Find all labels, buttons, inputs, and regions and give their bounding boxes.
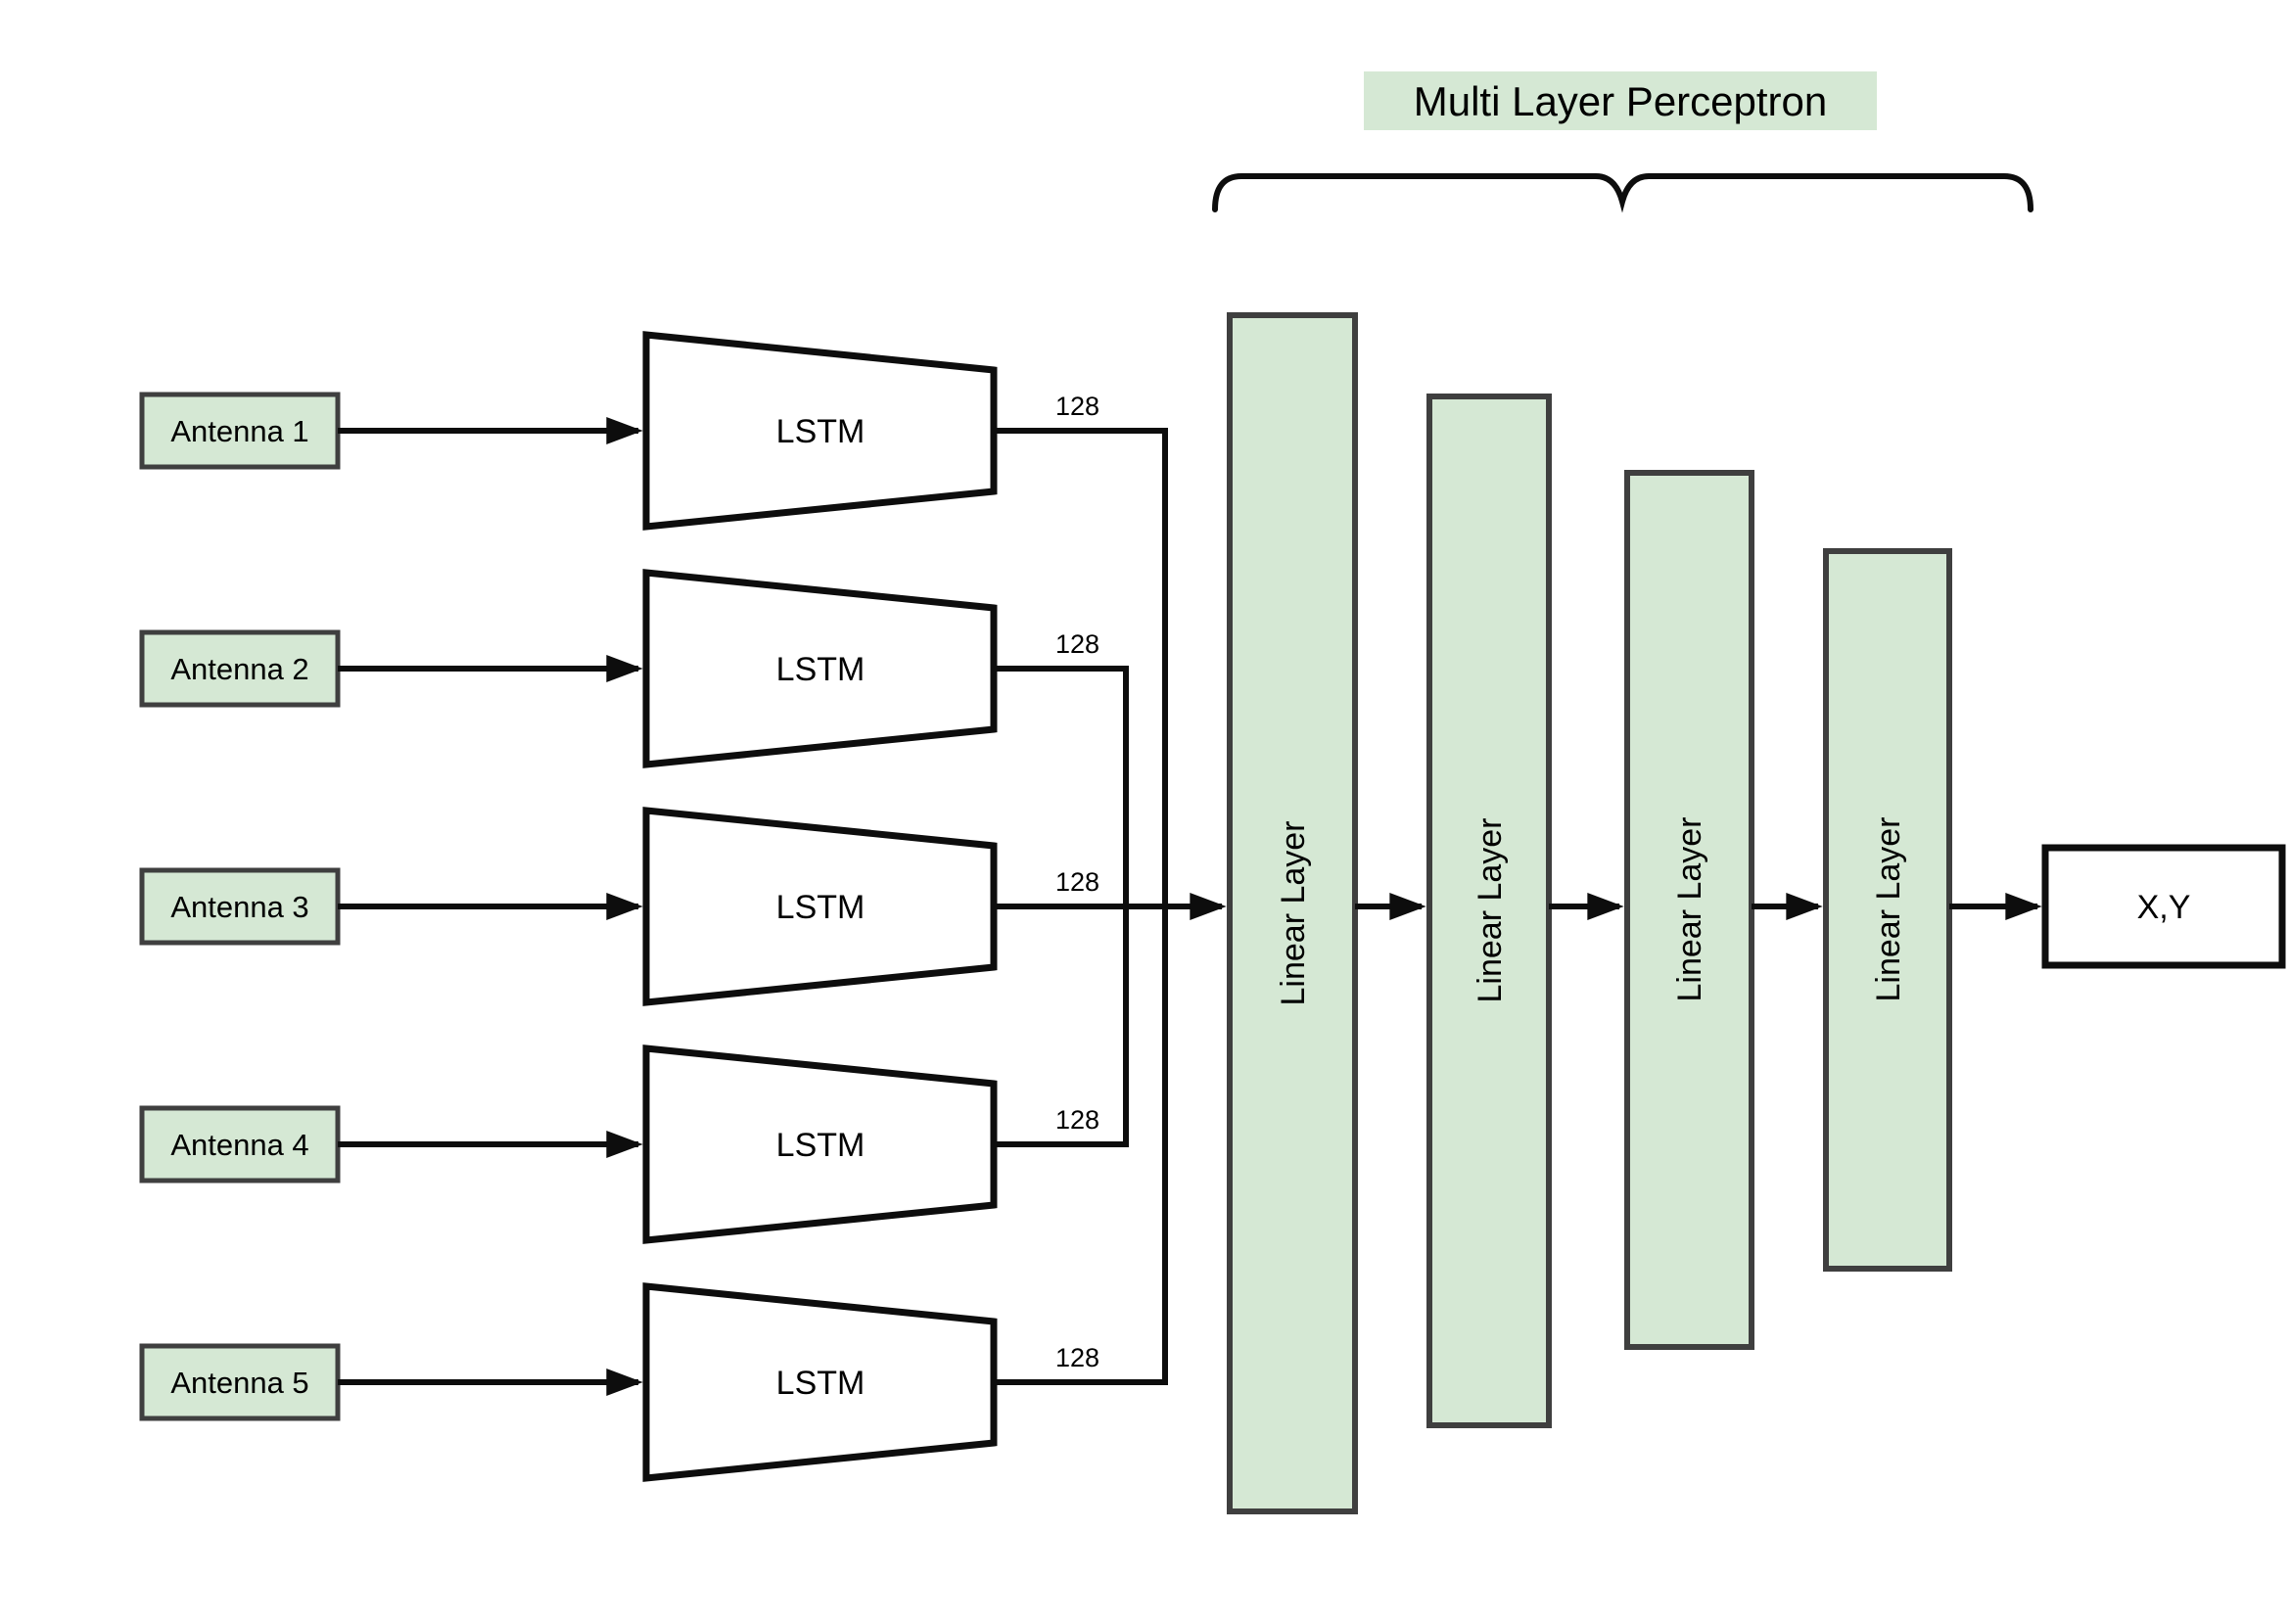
lstm-1-dim-label: 128	[1055, 392, 1099, 421]
lstm-3-shape	[642, 807, 998, 1006]
linear-layer-3	[1624, 470, 1754, 1350]
mlp-block: Linear Layer Linear Layer Linear Layer L…	[1227, 312, 1952, 1514]
antenna-1-label: Antenna 1	[170, 414, 308, 448]
mlp-title-highlight	[1364, 71, 1877, 130]
antenna-row-2: Antenna 2 LSTM 128	[139, 569, 1129, 906]
antenna-5-box	[139, 1343, 341, 1421]
linear-layer-3-label: Linear Layer	[1671, 816, 1708, 1001]
antenna-row-5: Antenna 5 LSTM 128	[139, 906, 1168, 1482]
mlp-title: Multi Layer Perceptron	[1414, 78, 1828, 124]
antenna-row-4: Antenna 4 LSTM 128	[139, 906, 1129, 1244]
output-label: X,Y	[2137, 889, 2191, 926]
antenna-3-box	[139, 867, 341, 946]
linear-layer-1	[1227, 312, 1358, 1514]
linear-layer-1-label: Linear Layer	[1275, 820, 1312, 1005]
antenna-row-3: Antenna 3 LSTM 128	[139, 807, 1099, 1006]
lstm-4-shape	[642, 1044, 998, 1244]
antenna-1-box	[139, 392, 341, 470]
antenna-row-1: Antenna 1 LSTM 128	[139, 331, 1168, 906]
antenna-2-label: Antenna 2	[170, 652, 308, 686]
lstm-5-output-line	[994, 906, 1168, 1385]
linear-layer-4-label: Linear Layer	[1870, 816, 1907, 1001]
lstm-2-shape	[642, 569, 998, 768]
linear-layer-2	[1426, 394, 1552, 1428]
lstm-2-label: LSTM	[776, 651, 865, 688]
lstm-2-output-line	[994, 666, 1129, 906]
lstm-5-dim-label: 128	[1055, 1343, 1099, 1372]
antenna-3-label: Antenna 3	[170, 890, 308, 924]
mlp-brace	[1212, 173, 2033, 213]
linear-layer-2-label: Linear Layer	[1472, 817, 1509, 1002]
lstm-5-label: LSTM	[776, 1365, 865, 1402]
lstm-1-label: LSTM	[776, 413, 865, 450]
lstm-1-shape	[642, 331, 998, 531]
lstm-4-dim-label: 128	[1055, 1105, 1099, 1135]
lstm-2-dim-label: 128	[1055, 629, 1099, 659]
lstm-1-output-line	[994, 428, 1168, 906]
antenna-4-label: Antenna 4	[170, 1128, 308, 1162]
lstm-3-dim-label: 128	[1055, 867, 1099, 897]
lstm-3-label: LSTM	[776, 889, 865, 926]
lstm-5-shape	[642, 1282, 998, 1482]
lstm-4-output-line	[994, 906, 1129, 1147]
linear-layer-4	[1823, 548, 1952, 1272]
lstm-4-label: LSTM	[776, 1127, 865, 1164]
antenna-5-label: Antenna 5	[170, 1366, 308, 1400]
output-box	[2041, 844, 2286, 969]
